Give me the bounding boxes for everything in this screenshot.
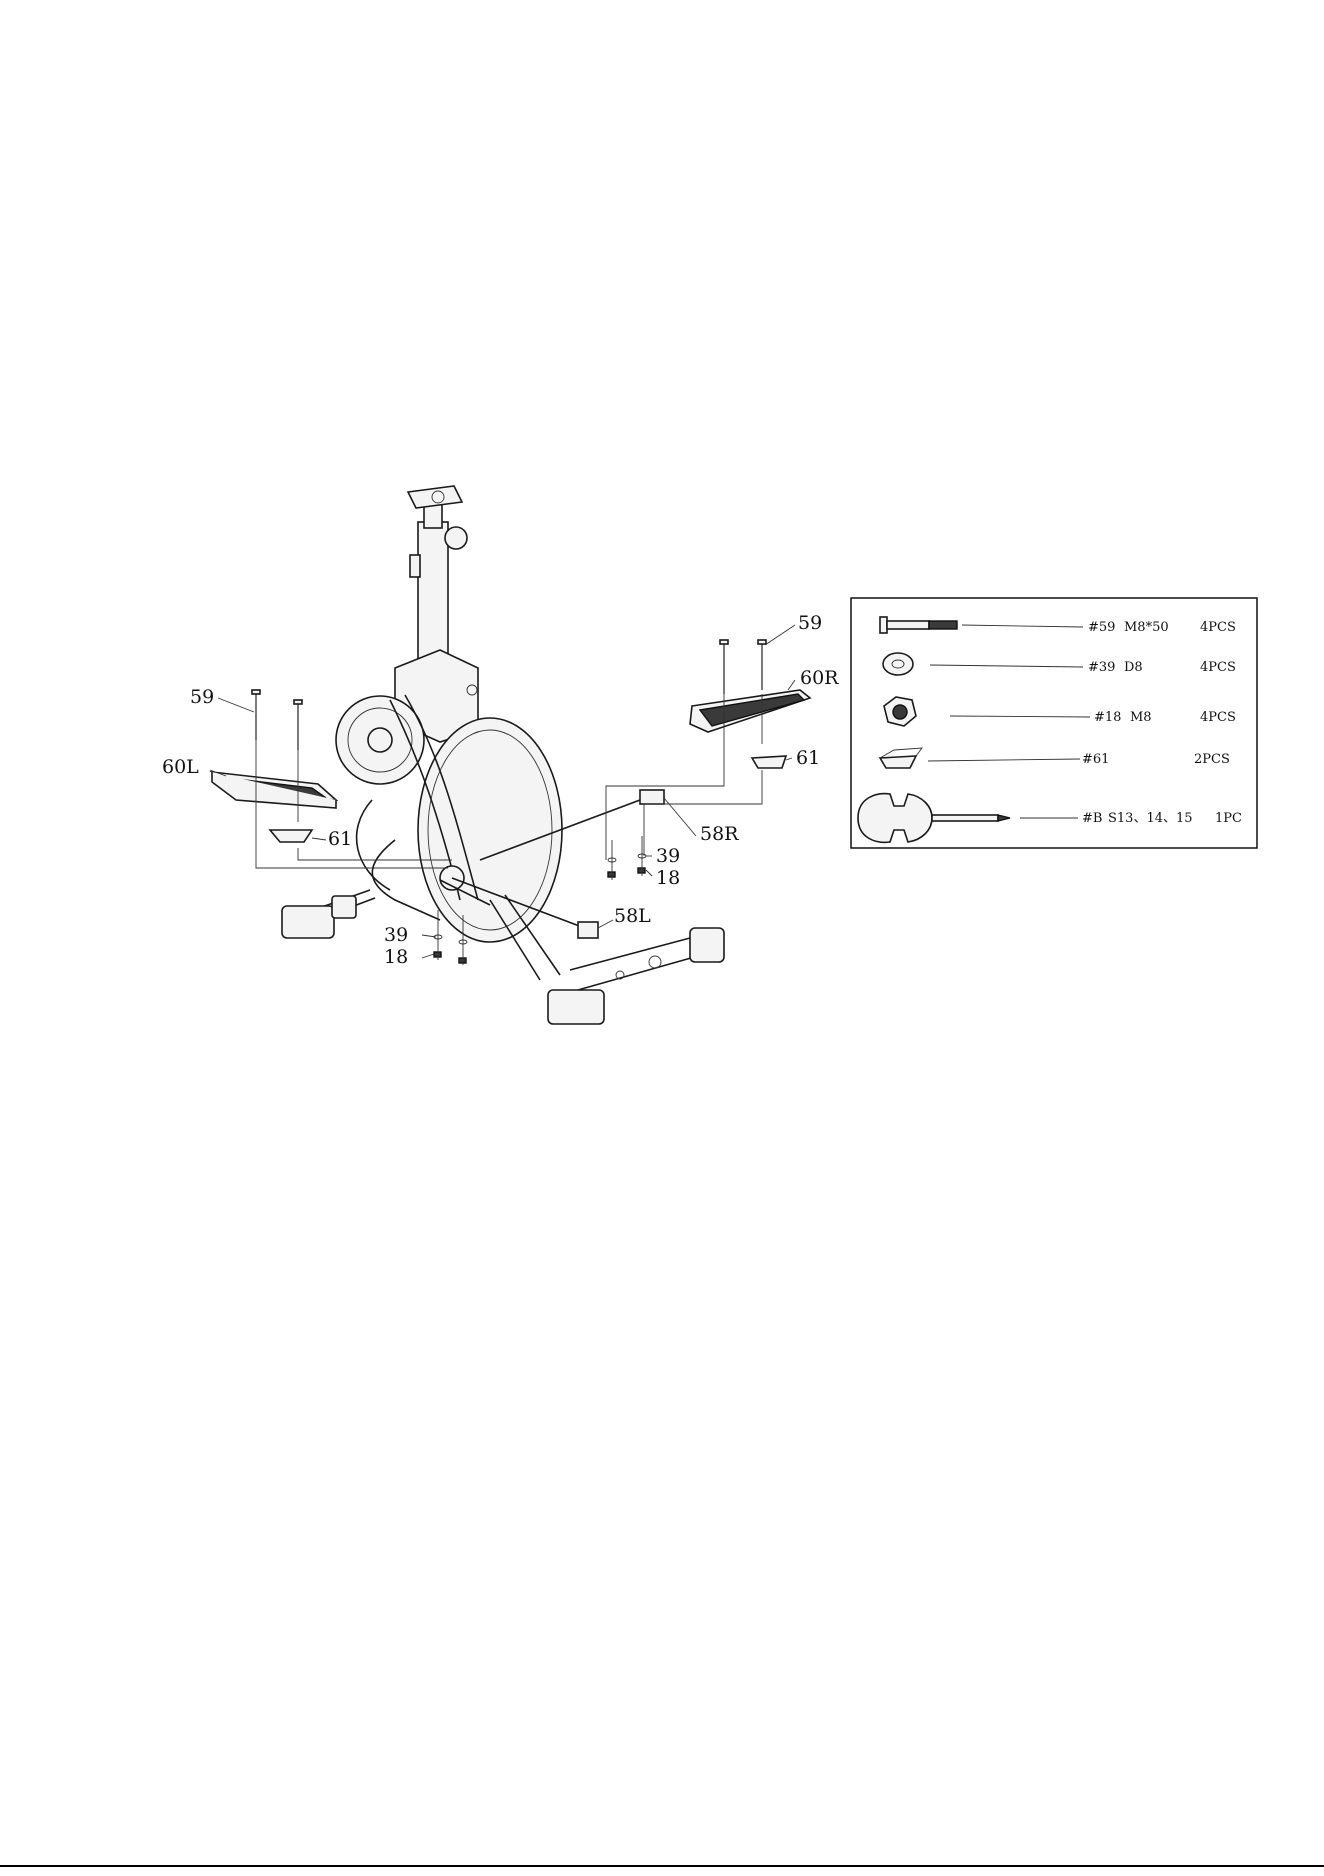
- bracket-right: [752, 756, 786, 768]
- hardware-qty-wrench: 1PC: [1215, 811, 1242, 826]
- hardware-spec-nut: M8: [1130, 710, 1152, 725]
- hardware-qty-bolt: 4PCS: [1200, 620, 1236, 635]
- label-washer-left: 39: [384, 924, 408, 946]
- bolts-right: [720, 640, 766, 694]
- hardware-qty-nut: 4PCS: [1200, 710, 1236, 725]
- elliptical-frame: [282, 486, 724, 1024]
- label-arm-left: 58L: [614, 905, 651, 927]
- washers-nuts-left: [434, 935, 467, 963]
- hardware-qty-bracket: 2PCS: [1194, 752, 1230, 767]
- hardware-list-box: #59 M8*50 4PCS #39 D8 4PCS #18 M8 4PCS: [851, 598, 1257, 848]
- label-bracket-left: 61: [328, 828, 352, 850]
- label-bracket-right: 61: [796, 747, 820, 769]
- hardware-id-bolt: #59: [1088, 620, 1115, 635]
- hardware-spec-wrench: S13、14、15: [1108, 811, 1193, 826]
- hardware-id-wrench: #B: [1082, 811, 1102, 826]
- pedal-right: [690, 690, 810, 732]
- pedal-left: [212, 772, 336, 808]
- label-washer-right: 39: [656, 845, 680, 867]
- label-nut-left: 18: [384, 946, 408, 968]
- washers-nuts-right: [608, 854, 646, 877]
- label-bolt-right: 59: [798, 612, 822, 634]
- hardware-id-nut: #18: [1094, 710, 1121, 725]
- hardware-spec-bolt: M8*50: [1124, 620, 1169, 635]
- label-arm-right: 58R: [700, 823, 739, 845]
- label-pedal-right: 60R: [800, 667, 839, 689]
- bracket-left: [270, 830, 312, 842]
- label-nut-right: 18: [656, 867, 680, 889]
- hardware-spec-washer: D8: [1124, 660, 1143, 675]
- hardware-id-bracket: #61: [1082, 752, 1109, 767]
- bolts-left: [252, 690, 302, 750]
- label-pedal-left: 60L: [162, 756, 199, 778]
- washer-icon: [883, 653, 913, 675]
- hardware-qty-washer: 4PCS: [1200, 660, 1236, 675]
- hardware-id-washer: #39: [1088, 660, 1115, 675]
- label-bolt-left: 59: [190, 686, 214, 708]
